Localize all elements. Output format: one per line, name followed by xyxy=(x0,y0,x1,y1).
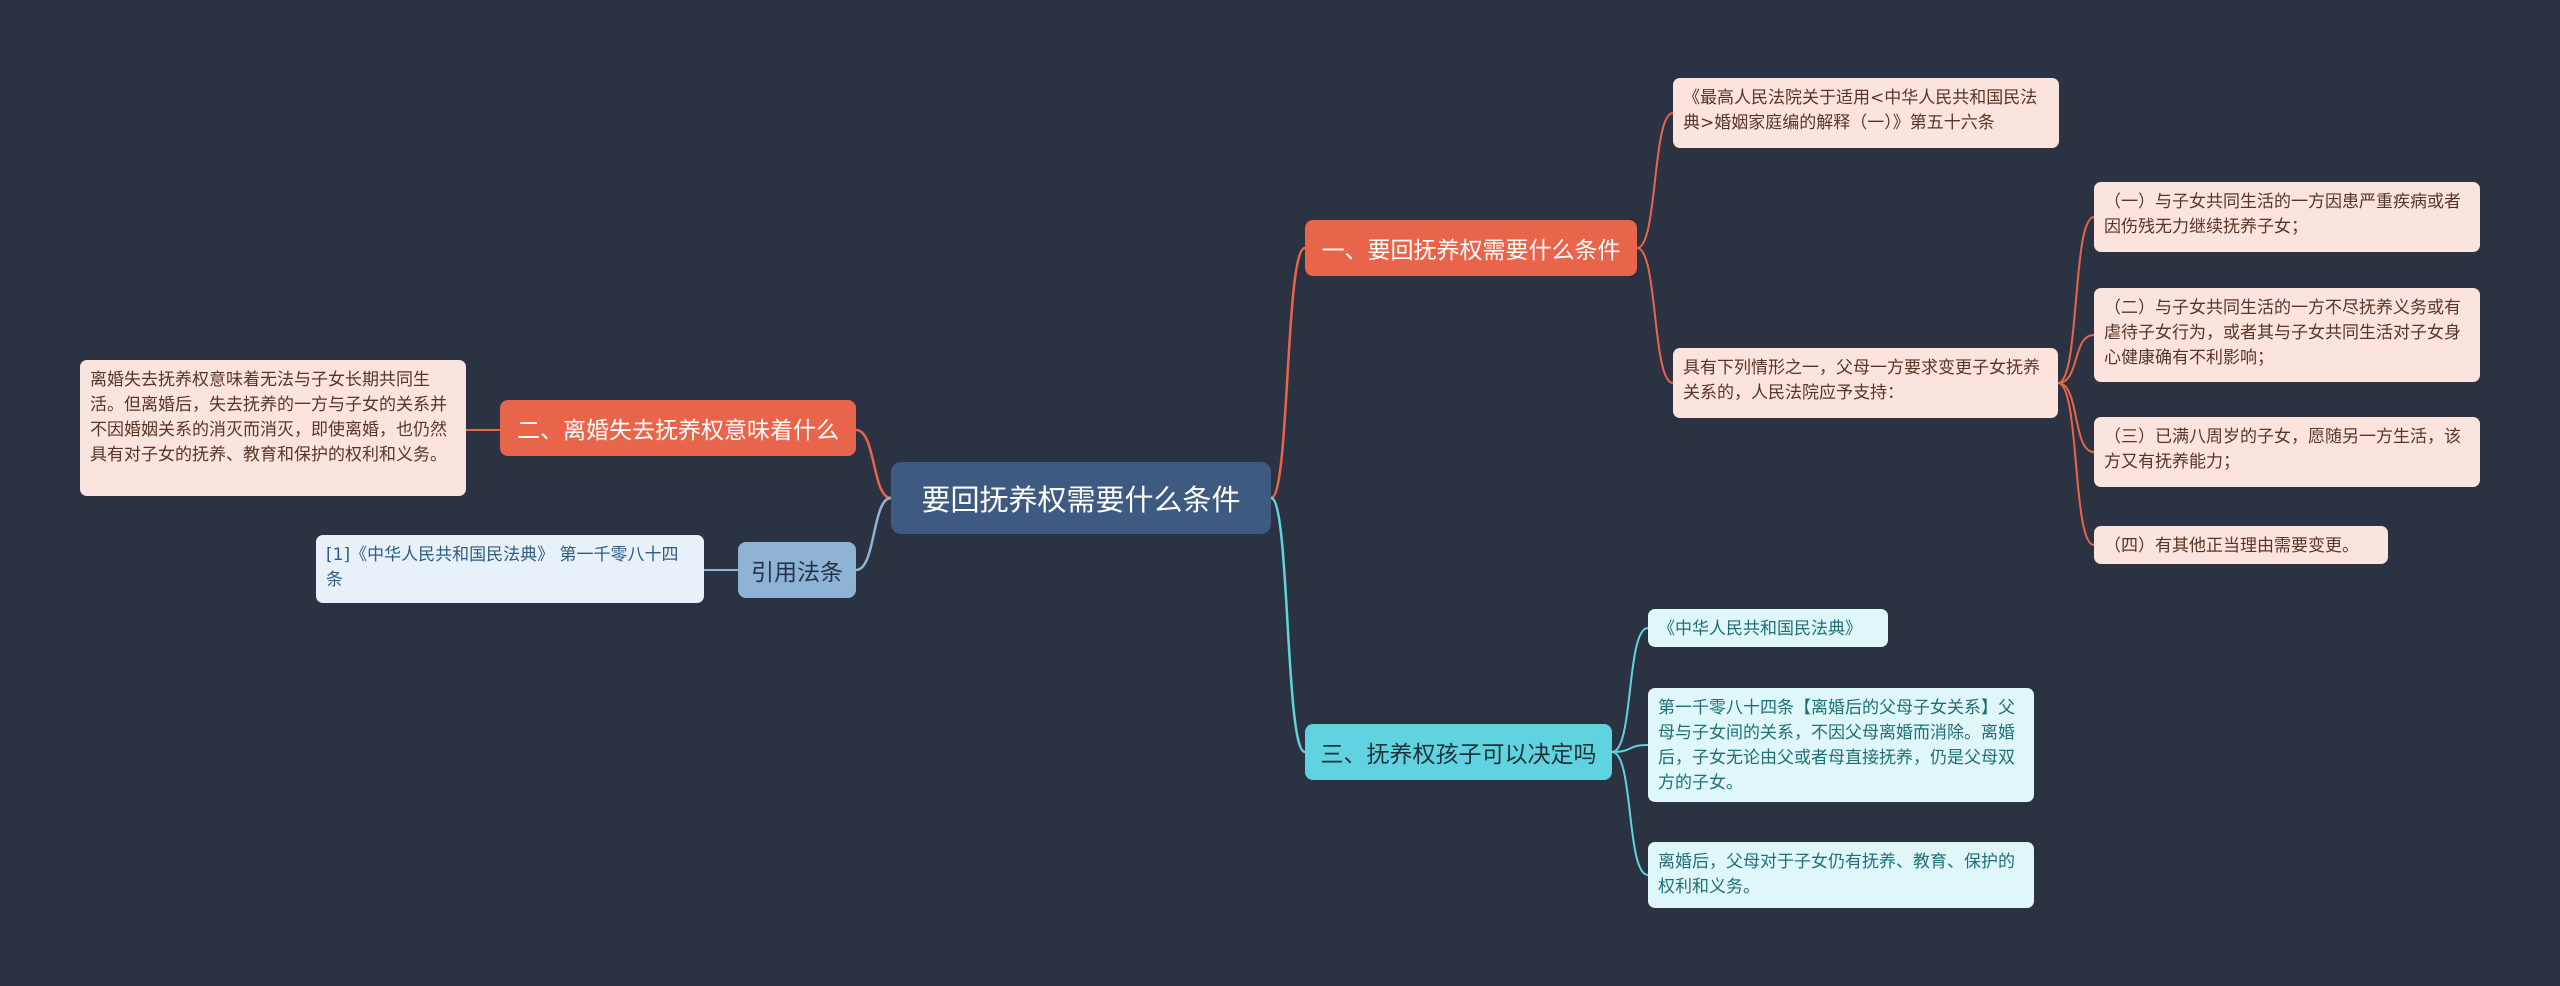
link-cond-4 xyxy=(2057,382,2095,546)
condition-item-3[interactable]: （三）已满八周岁的子女，愿随另一方生活，该方又有抚养能力； xyxy=(2094,417,2480,487)
branch-conditions[interactable]: 一、要回抚养权需要什么条件 xyxy=(1305,220,1637,276)
leaf-losing-custody-meaning[interactable]: 离婚失去抚养权意味着无法与子女长期共同生活。但离婚后，失去抚养的一方与子女的关系… xyxy=(80,360,466,496)
branch-cited-law[interactable]: 引用法条 xyxy=(738,542,856,598)
link-b3-leaf-1 xyxy=(1611,627,1649,753)
leaf-parental-rights[interactable]: 离婚后，父母对于子女仍有抚养、教育、保护的权利和义务。 xyxy=(1648,842,2034,908)
link-b1-condition xyxy=(1636,247,1674,384)
link-root-b1 xyxy=(1270,246,1306,500)
leaf-cited-law[interactable]: [1]《中华人民共和国民法典》 第一千零八十四条 xyxy=(316,535,704,603)
link-cond-2 xyxy=(2057,334,2095,384)
branch-losing-custody[interactable]: 二、离婚失去抚养权意味着什么 xyxy=(500,400,856,456)
condition-item-1[interactable]: （一）与子女共同生活的一方因患严重疾病或者因伤残无力继续抚养子女； xyxy=(2094,182,2480,252)
link-cond-3 xyxy=(2057,382,2095,453)
condition-item-2[interactable]: （二）与子女共同生活的一方不尽抚养义务或有虐待子女行为，或者其与子女共同生活对子… xyxy=(2094,288,2480,382)
leaf-legal-source[interactable]: 《最高人民法院关于适用<中华人民共和国民法典>婚姻家庭编的解释（一）》第五十六条 xyxy=(1673,78,2059,148)
leaf-change-conditions[interactable]: 具有下列情形之一，父母一方要求变更子女抚养关系的，人民法院应予支持： xyxy=(1673,348,2058,418)
link-b1-source xyxy=(1636,112,1674,249)
link-root-b4 xyxy=(855,496,892,572)
branch-child-decide[interactable]: 三、抚养权孩子可以决定吗 xyxy=(1305,724,1612,780)
link-cond-1 xyxy=(2057,216,2095,384)
leaf-article-1084[interactable]: 第一千零八十四条【离婚后的父母子女关系】父母与子女间的关系，不因父母离婚而消除。… xyxy=(1648,688,2034,802)
link-b3-leaf-3 xyxy=(1611,751,1649,876)
root-node[interactable]: 要回抚养权需要什么条件 xyxy=(891,462,1271,534)
link-root-b3 xyxy=(1269,496,1306,754)
link-root-b2 xyxy=(855,428,892,500)
leaf-civil-code-title[interactable]: 《中华人民共和国民法典》 xyxy=(1648,609,1888,647)
link-b3-leaf-2 xyxy=(1611,744,1649,753)
condition-item-4[interactable]: （四）有其他正当理由需要变更。 xyxy=(2094,526,2388,564)
